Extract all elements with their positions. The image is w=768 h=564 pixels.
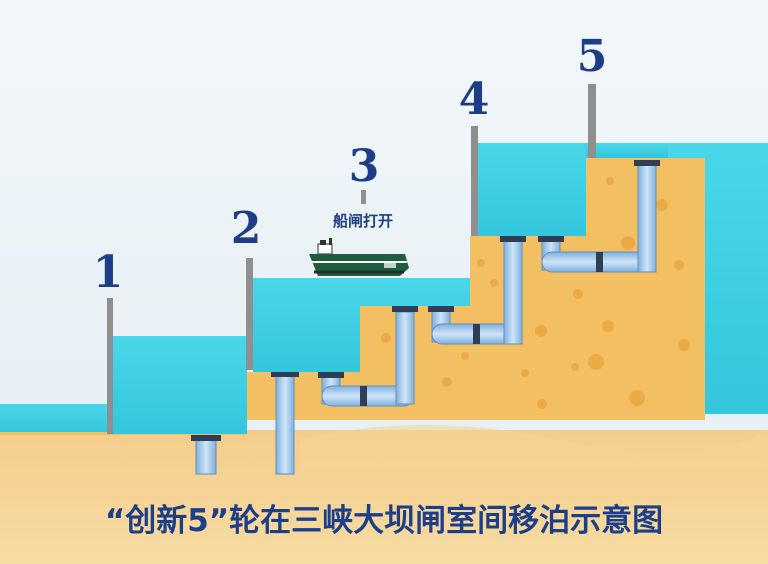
sand-texture — [381, 177, 690, 409]
gate-number-5: 5 — [577, 31, 608, 82]
gate-number-2: 2 — [231, 203, 262, 254]
dam-body — [0, 158, 768, 564]
gate-4 — [471, 126, 478, 236]
gate-number-4: 4 — [459, 74, 490, 125]
gate-1 — [107, 298, 113, 434]
gate-5 — [588, 84, 596, 158]
ship-chuangxin-5 — [309, 238, 409, 276]
gate-2 — [246, 258, 253, 370]
upstream-reservoir — [596, 143, 768, 414]
gate-number-3: 3 — [349, 141, 380, 192]
lock-chamber-1 — [113, 336, 247, 434]
gate-status-label: 船闸打开 — [333, 212, 393, 230]
lock-chamber-2-3 — [253, 278, 470, 372]
lock-chamber-4 — [478, 143, 586, 236]
gate-number-1: 1 — [93, 247, 124, 298]
diagram-caption: “创新5”轮在三峡大坝闸室间移泊示意图 — [105, 503, 663, 539]
gate-number-labels: 1 2 3 4 5 — [93, 31, 608, 298]
lock-chamber-5 — [586, 143, 668, 158]
lock-gates — [107, 84, 596, 434]
gate-3-open — [361, 190, 366, 204]
culvert-pipes — [191, 160, 660, 475]
water-bodies — [0, 143, 768, 434]
downstream-water — [0, 404, 108, 432]
